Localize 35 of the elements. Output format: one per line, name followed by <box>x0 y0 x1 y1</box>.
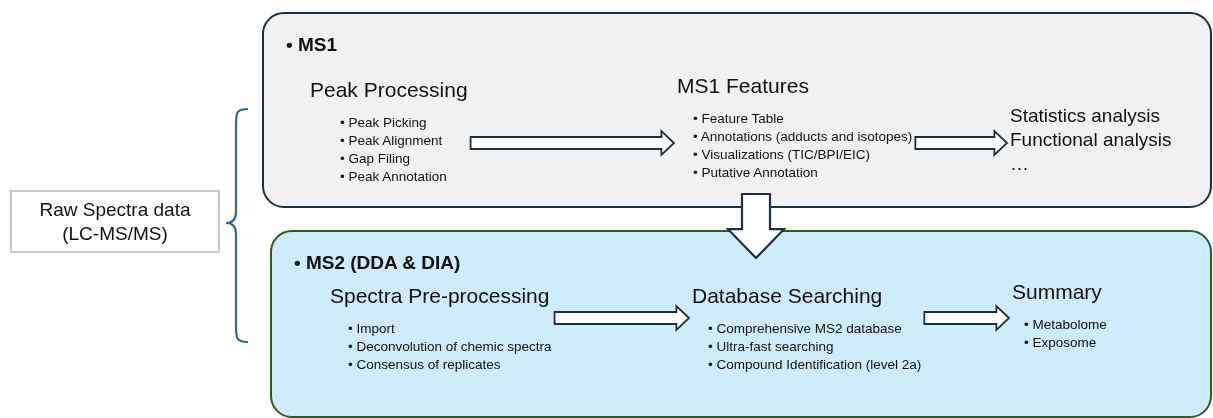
bullet-item: • Peak Picking <box>339 114 428 132</box>
bullet-item: • Comprehensive MS2 database <box>707 320 903 338</box>
text-line: … <box>1010 152 1030 176</box>
box-label: Raw Spectra data (LC-MS/MS) <box>38 197 192 246</box>
section-panel <box>270 230 1212 418</box>
bullet-item: • Deconvolution of chemic spectra <box>347 338 552 356</box>
text-line: Statistics analysis <box>1010 104 1161 128</box>
bullet-item: • Import <box>347 320 396 338</box>
block-arrow <box>914 128 1009 158</box>
group-heading: Database Searching <box>692 284 884 308</box>
bullet-item: • Annotations (adducts and isotopes) <box>692 128 913 146</box>
bullet-item: • Peak Annotation <box>339 168 448 186</box>
group-heading: Spectra Pre-processing <box>330 284 551 308</box>
group-heading: MS1 Features <box>677 74 810 98</box>
bullet-item: • Gap Filing <box>339 150 411 168</box>
bullet-item: • Putative Annotation <box>692 164 819 182</box>
block-arrow <box>923 303 1011 333</box>
block-arrow <box>469 128 676 158</box>
bullet-item: • Feature Table <box>692 110 785 128</box>
section-title: • MS1 <box>286 34 337 56</box>
block-arrow <box>553 303 691 333</box>
group-heading: Peak Processing <box>310 78 468 102</box>
section-title: • MS2 (DDA & DIA) <box>294 252 461 274</box>
bullet-item: • Ultra-fast searching <box>707 338 835 356</box>
bullet-item: • Peak Alignment <box>339 132 444 150</box>
text-line: Functional analysis <box>1010 128 1172 152</box>
bullet-item: • Metabolome <box>1023 316 1107 334</box>
bullet-item: • Visualizations (TIC/BPI/EIC) <box>692 146 872 164</box>
bullet-item: • Consensus of replicates <box>347 356 502 374</box>
block-arrow <box>725 192 787 260</box>
group-heading: Summary <box>1012 280 1103 304</box>
data-source-box <box>10 190 220 253</box>
bullet-item: • Exposome <box>1023 334 1098 352</box>
bullet-item: • Compound Identification (level 2a) <box>707 356 922 374</box>
section-panel <box>262 12 1212 208</box>
